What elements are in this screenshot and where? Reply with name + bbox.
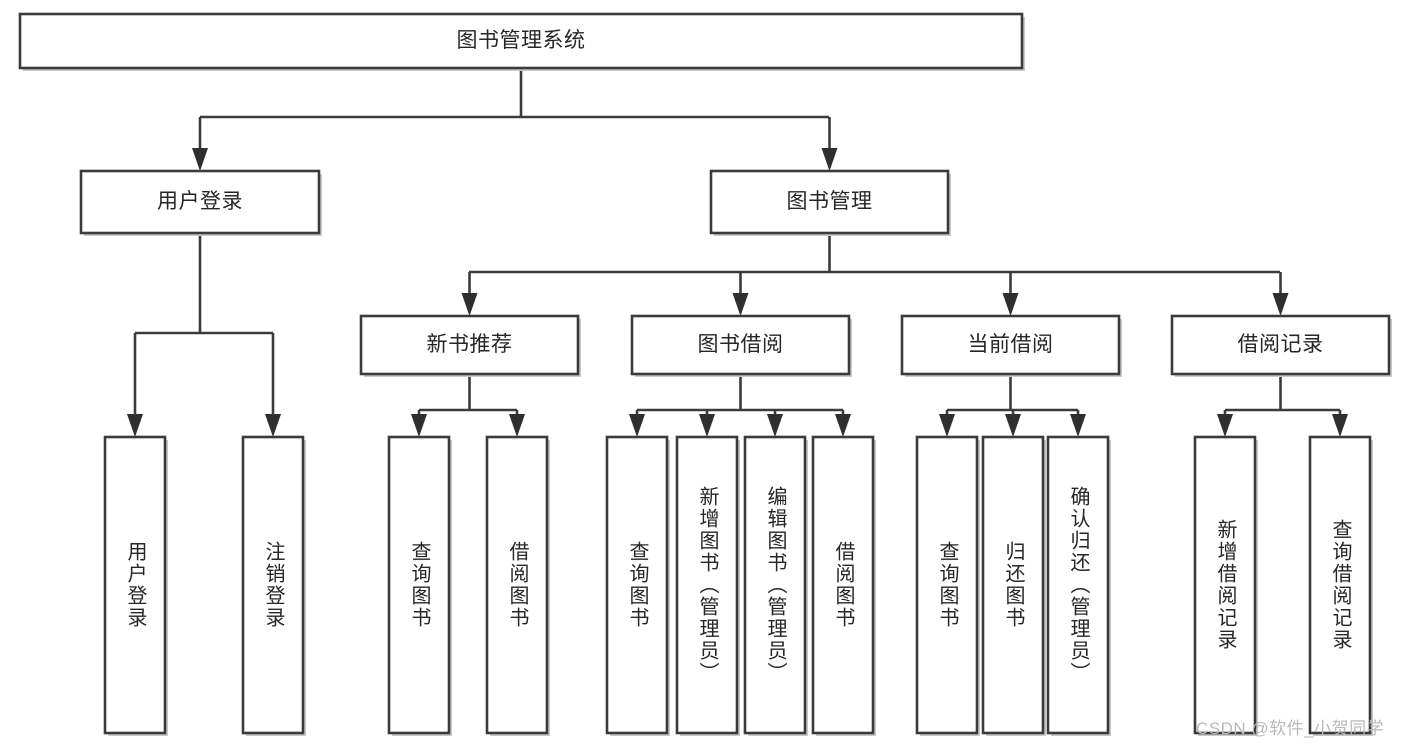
node-user-login[interactable] bbox=[79, 169, 321, 235]
node-leaf-query-borrow-record[interactable] bbox=[1308, 435, 1372, 735]
node-leaf-user-logout[interactable] bbox=[241, 435, 305, 735]
arrow-to-leaf-borrow-book bbox=[835, 414, 851, 437]
arrow-to-new-book-recommend bbox=[461, 293, 478, 316]
connectors-layer bbox=[127, 68, 1348, 437]
node-current-borrow[interactable] bbox=[900, 314, 1121, 376]
node-leaf-return-book[interactable] bbox=[981, 435, 1045, 735]
boxes-layer bbox=[18, 12, 1392, 736]
arrow-to-leaf-query-borrow-record bbox=[1332, 414, 1348, 437]
arrow-to-book-borrow bbox=[732, 293, 749, 316]
arrow-to-leaf-return-book bbox=[1005, 414, 1021, 437]
arrow-to-leaf-query-book-current bbox=[939, 414, 955, 437]
arrow-to-leaf-add-borrow-record bbox=[1217, 414, 1233, 437]
arrow-to-current-borrow bbox=[1002, 293, 1019, 316]
arrow-to-leaf-query-book-borrow bbox=[629, 414, 645, 437]
node-leaf-user-login[interactable] bbox=[103, 435, 167, 735]
node-leaf-add-book-admin[interactable] bbox=[675, 435, 739, 735]
node-book-borrow[interactable] bbox=[630, 314, 851, 376]
arrow-to-leaf-query-book-rec bbox=[411, 414, 427, 437]
arrow-to-leaf-add-book-admin bbox=[699, 414, 715, 437]
node-new-book-recommend[interactable] bbox=[359, 314, 580, 376]
node-leaf-confirm-return-admin[interactable] bbox=[1046, 435, 1110, 735]
node-leaf-query-book-borrow[interactable] bbox=[605, 435, 669, 735]
node-book-manage[interactable] bbox=[709, 169, 950, 235]
node-leaf-add-borrow-record[interactable] bbox=[1193, 435, 1257, 735]
node-root[interactable] bbox=[18, 12, 1024, 70]
arrow-to-leaf-user-login bbox=[127, 414, 143, 437]
arrow-to-borrow-record bbox=[1272, 293, 1289, 316]
arrow-to-leaf-confirm-return-admin bbox=[1070, 414, 1086, 437]
node-leaf-borrow-book[interactable] bbox=[811, 435, 875, 735]
node-borrow-record[interactable] bbox=[1170, 314, 1391, 376]
arrow-to-leaf-user-logout bbox=[265, 414, 281, 437]
arrow-to-user-login bbox=[192, 148, 208, 171]
arrow-to-leaf-borrow-book-rec bbox=[509, 414, 525, 437]
node-leaf-edit-book-admin[interactable] bbox=[743, 435, 807, 735]
node-leaf-query-book-rec[interactable] bbox=[387, 435, 451, 735]
arrow-to-book-manage bbox=[821, 148, 838, 171]
arrow-to-leaf-edit-book-admin bbox=[767, 414, 783, 437]
node-leaf-query-book-current[interactable] bbox=[915, 435, 979, 735]
node-leaf-borrow-book-rec[interactable] bbox=[485, 435, 549, 735]
